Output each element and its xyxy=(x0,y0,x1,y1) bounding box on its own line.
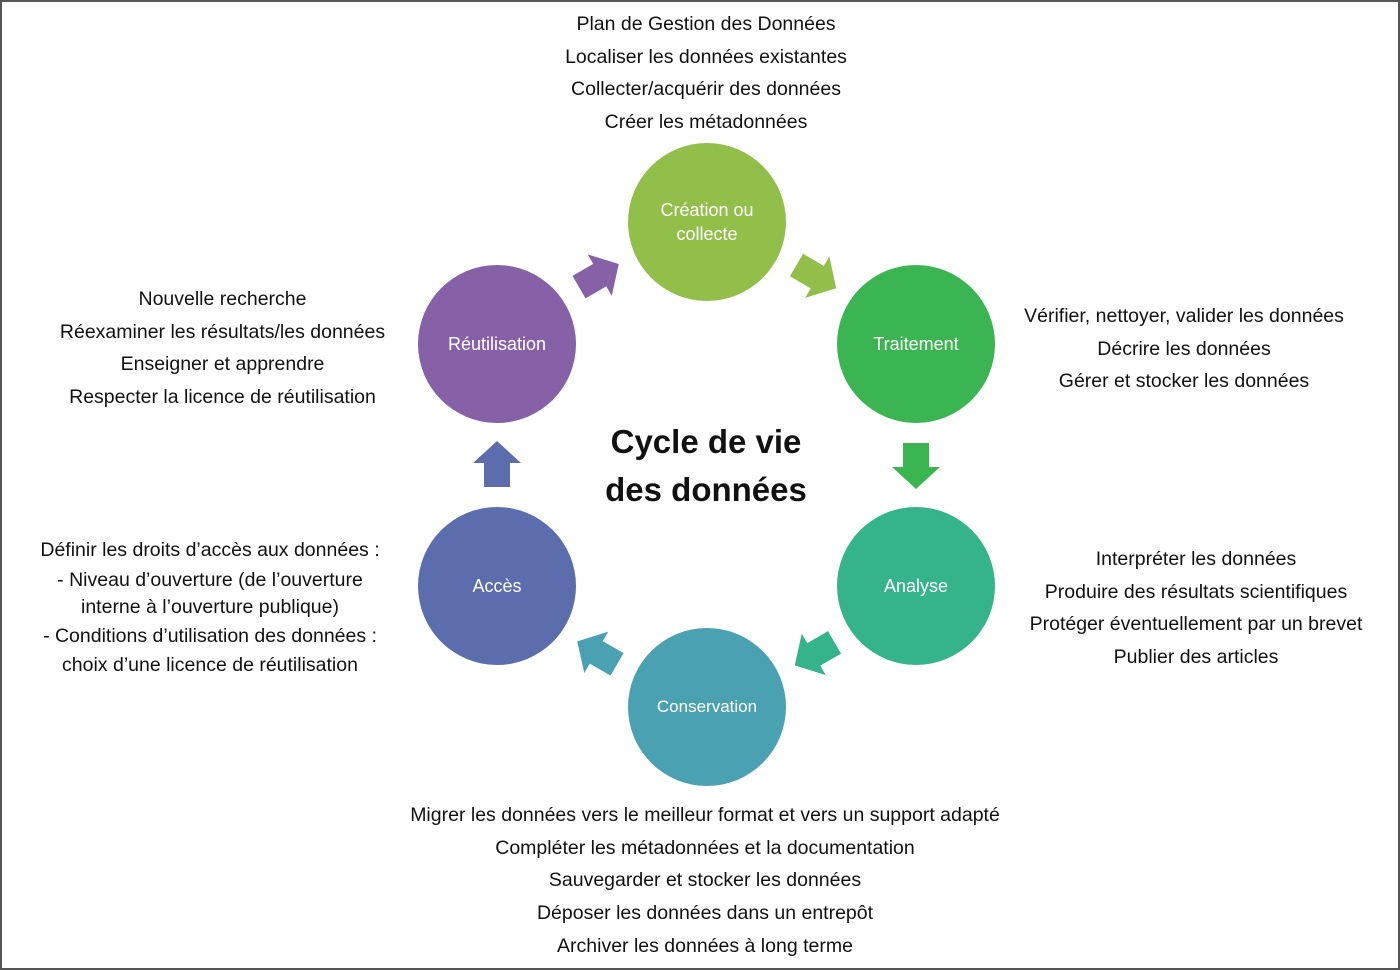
stage-circle-reutilisation xyxy=(418,265,576,423)
activity-item: Enseigner et apprendre xyxy=(120,353,325,376)
title-line: Cycle de vie xyxy=(610,423,802,460)
activity-item: - Conditions d’utilisation des données : xyxy=(43,625,377,647)
activities-conservation: Migrer les données vers le meilleur form… xyxy=(380,799,1030,963)
stage-label-line: Traitement xyxy=(873,334,959,354)
activities-creation: Plan de Gestion des Données Localiser le… xyxy=(506,8,906,139)
stage-label-line: Création ou xyxy=(660,200,754,220)
activity-item: Respecter la licence de réutilisation xyxy=(69,386,376,409)
activity-item: Localiser les données existantes xyxy=(565,45,847,68)
activity-item: Sauvegarder et stocker les données xyxy=(548,869,862,892)
activity-item: Gérer et stocker les données xyxy=(1058,370,1310,393)
activity-item: interne à l’ouverture publique) xyxy=(81,596,339,618)
activities-reutilisation: Nouvelle recherche Réexaminer les résult… xyxy=(40,283,405,414)
activity-item: Interpréter les données xyxy=(1095,548,1297,570)
stage-circle-creation xyxy=(628,143,786,301)
activities-traitement: Vérifier, nettoyer, valider les données … xyxy=(1004,300,1364,398)
activity-item: Publier des articles xyxy=(1113,646,1279,669)
activity-item: Produire des résultats scientifiques xyxy=(1044,580,1348,603)
activity-item: Vérifier, nettoyer, valider les données xyxy=(1024,305,1344,327)
stage-label-line: Analyse xyxy=(883,576,949,596)
stage-label-line: Conservation xyxy=(656,697,758,716)
circles-layer xyxy=(418,143,995,786)
activity-item: Compléter les métadonnées et la document… xyxy=(495,836,915,859)
stage-label-acces: Accès xyxy=(417,574,577,598)
activity-item: - Niveau d’ouverture (de l’ouverture xyxy=(57,569,363,591)
activity-item: Plan de Gestion des Données xyxy=(576,13,836,35)
diagram-title: Cycle de vie des données xyxy=(556,418,856,514)
activities-analyse: Interpréter les données Produire des rés… xyxy=(1006,543,1386,674)
arrow-creation-to-traitement-icon xyxy=(789,253,837,298)
activity-item: Migrer les données vers le meilleur form… xyxy=(410,804,1000,826)
stage-label-analyse: Analyse xyxy=(836,574,996,598)
stage-label-creation: Création ou collecte xyxy=(627,198,787,246)
stage-label-reutilisation: Réutilisation xyxy=(417,332,577,356)
activity-item: Archiver les données à long terme xyxy=(557,934,853,957)
activity-item: Décrire les données xyxy=(1097,337,1271,360)
stage-circle-analyse xyxy=(837,507,995,665)
stage-label-conservation: Conservation xyxy=(627,695,787,719)
activity-item: Collecter/acquérir des données xyxy=(571,78,841,101)
activity-item: Créer les métadonnées xyxy=(604,111,808,134)
stage-label-line: collecte xyxy=(676,224,738,244)
stage-label-line: Accès xyxy=(472,576,522,596)
activity-item: Protéger éventuellement par un brevet xyxy=(1029,613,1363,636)
arrow-traitement-to-analyse-icon xyxy=(892,443,940,489)
activities-acces: Définir les droits d’accès aux données :… xyxy=(20,534,400,678)
stage-circle-acces xyxy=(418,507,576,665)
activity-item: choix d’une licence de réutilisation xyxy=(62,654,358,676)
activity-item: Déposer les données dans un entrepôt xyxy=(536,902,874,925)
stage-circle-traitement xyxy=(837,265,995,423)
stage-label-line: Réutilisation xyxy=(447,334,547,354)
arrows-layer xyxy=(473,253,940,676)
title-line: des données xyxy=(605,471,807,508)
arrow-conservation-to-acces-icon xyxy=(577,631,624,676)
stage-label-traitement: Traitement xyxy=(836,332,996,356)
activity-item: Nouvelle recherche xyxy=(138,288,307,310)
arrow-analyse-to-conservation-icon xyxy=(794,631,842,676)
activity-item: Définir les droits d’accès aux données : xyxy=(40,539,380,561)
activity-item: Réexaminer les résultats/les données xyxy=(59,320,386,343)
arrow-acces-to-reutilisation-icon xyxy=(473,441,521,487)
stage-circle-conservation xyxy=(628,628,786,786)
arrow-reutilisation-to-creation-icon xyxy=(572,254,619,299)
